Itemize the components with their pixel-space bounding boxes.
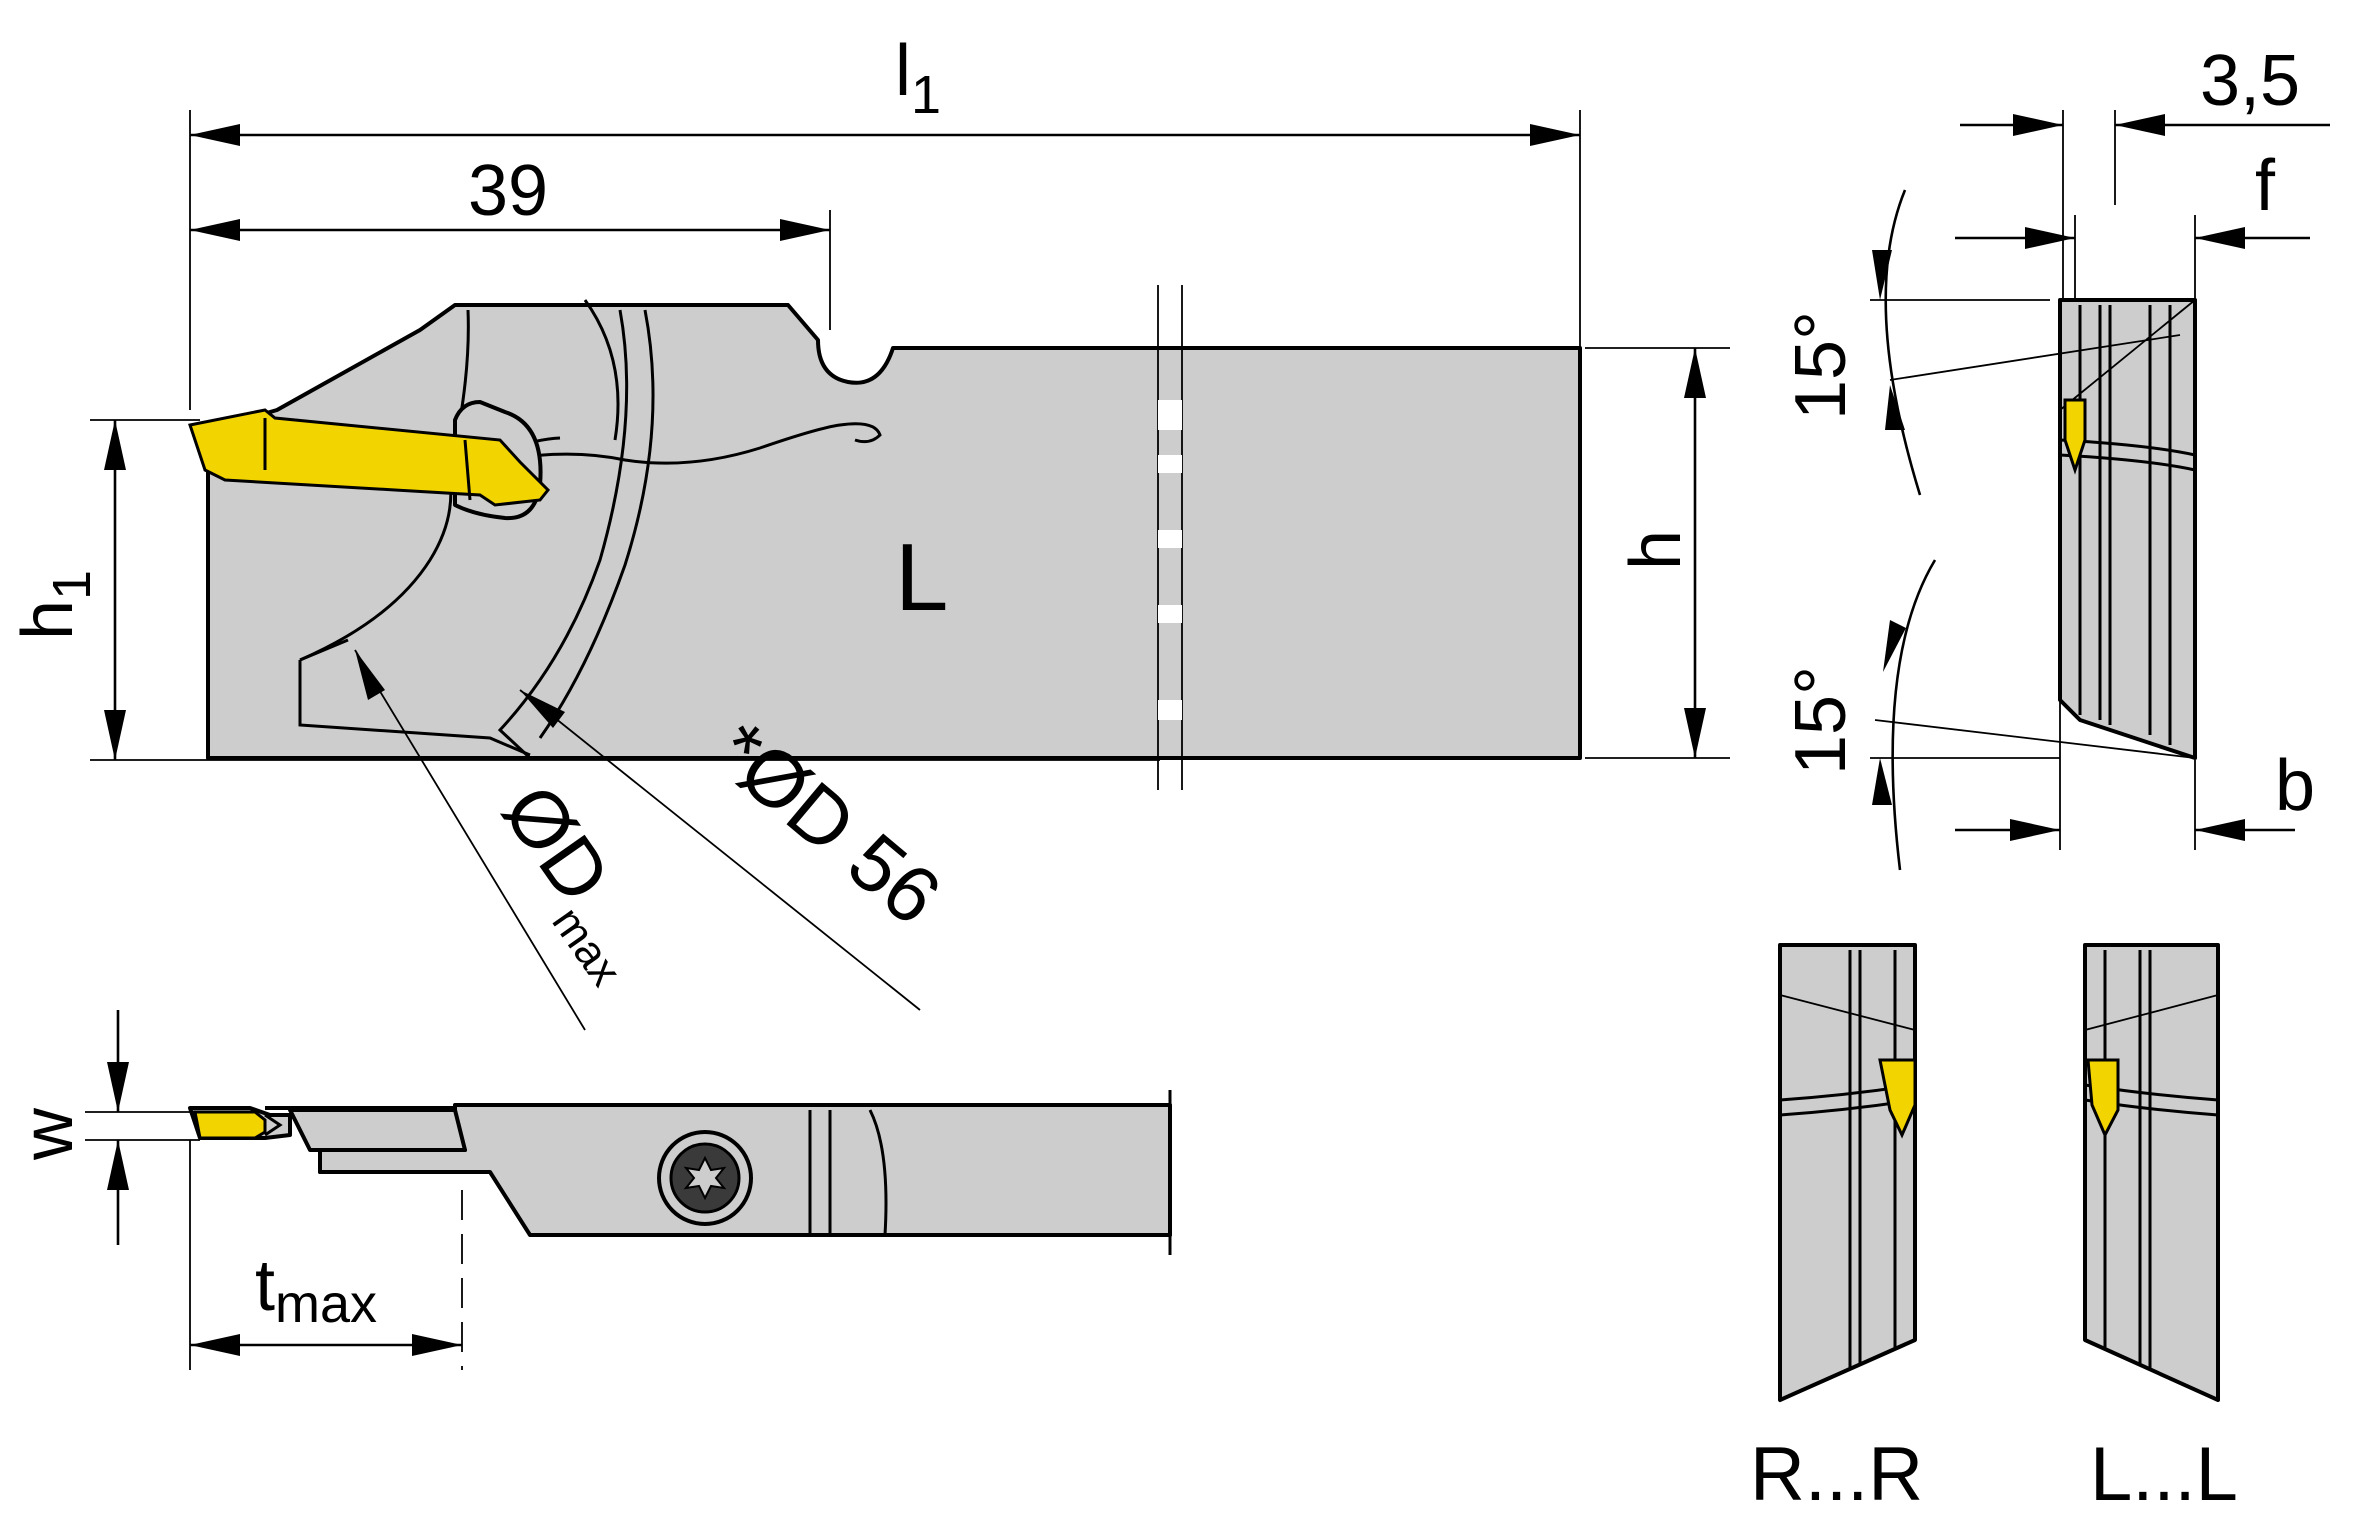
f-label: f — [2255, 146, 2276, 226]
h-label: h — [1616, 530, 1696, 570]
l1-label: l1 — [895, 31, 941, 125]
dim-3-5-label: 3,5 — [2200, 41, 2300, 121]
holder-body — [206, 303, 1582, 760]
main-side-view: l1 39 h1 h L ØDmax *ØD 56 — [8, 31, 1730, 1031]
angle-top-label: 15° — [1781, 311, 1861, 420]
hand-label: L — [895, 524, 948, 631]
front-view: 3,5 f 15° 15° b — [1781, 41, 2330, 871]
cutting-insert — [188, 408, 551, 507]
angle-bottom-label: 15° — [1781, 666, 1861, 775]
torx-screw-icon — [657, 1130, 753, 1226]
w-label: w — [8, 1107, 88, 1161]
b-label: b — [2275, 746, 2315, 826]
variant-right-view: R...R — [1750, 943, 1923, 1517]
dmax-label: ØDmax — [474, 769, 676, 995]
dim-39-label: 39 — [468, 151, 548, 231]
h1-label: h1 — [8, 570, 102, 640]
variant-left-label: L...L — [2090, 1432, 2238, 1517]
top-insert — [193, 1110, 267, 1140]
variant-left-view: L...L — [2083, 943, 2238, 1517]
top-view: w tmax — [8, 1010, 1172, 1370]
tmax-label: tmax — [255, 1246, 377, 1334]
variant-right-label: R...R — [1750, 1432, 1923, 1517]
